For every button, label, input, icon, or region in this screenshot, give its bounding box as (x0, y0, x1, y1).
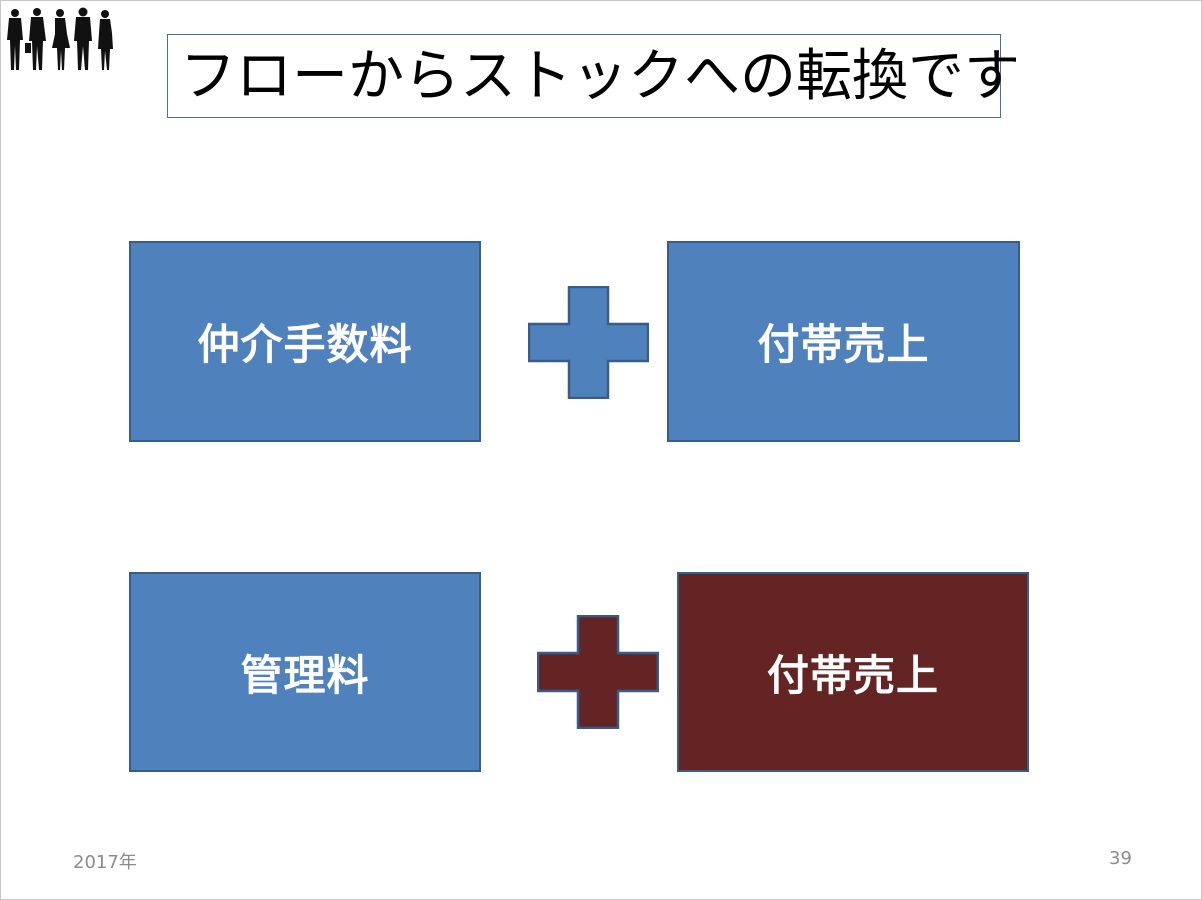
fee-box-brokerage: 仲介手数料 (129, 241, 481, 442)
plus-icon (537, 615, 659, 729)
ancillary-sales-box: 付帯売上 (667, 241, 1020, 442)
fee-box-label: 仲介手数料 (197, 320, 413, 369)
plus-icon (528, 286, 649, 399)
business-people-silhouette-icon (7, 7, 113, 70)
ancillary-sales-label: 付帯売上 (757, 320, 930, 369)
ancillary-sales-label: 付帯売上 (766, 650, 939, 700)
title-box: フローからストックへの転換です (167, 34, 1020, 118)
fee-box-management: 管理料 (129, 572, 481, 772)
slide-title: フローからストックへの転換です (180, 44, 1020, 109)
ancillary-sales-box-highlight: 付帯売上 (677, 572, 1029, 772)
page-number: 39 (1109, 848, 1132, 869)
fee-box-label: 管理料 (240, 650, 370, 700)
footer-date: 2017年 (73, 852, 137, 873)
